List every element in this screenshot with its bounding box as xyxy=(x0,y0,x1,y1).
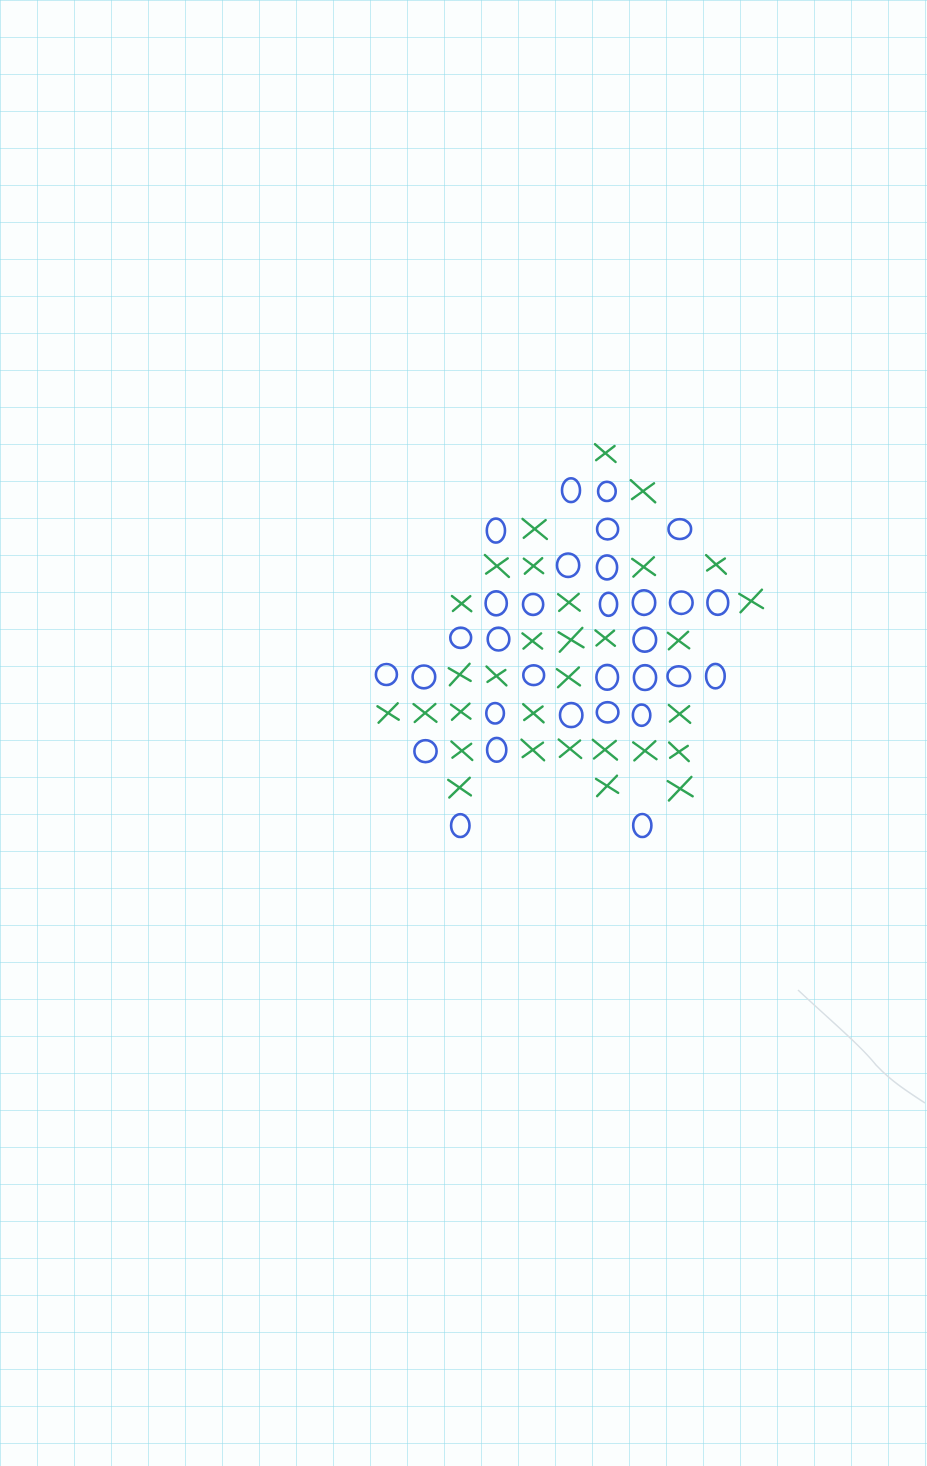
o-mark xyxy=(484,589,509,617)
x-mark xyxy=(412,702,438,724)
x-mark xyxy=(594,629,617,647)
o-mark xyxy=(413,738,438,764)
o-mark xyxy=(560,477,582,504)
x-mark xyxy=(666,630,691,651)
o-mark xyxy=(411,664,437,690)
o-mark xyxy=(595,554,619,581)
paper-fold-crease xyxy=(797,989,926,1104)
x-mark xyxy=(593,443,617,464)
x-mark xyxy=(667,703,692,724)
x-mark xyxy=(521,632,544,650)
o-mark xyxy=(631,588,657,617)
o-mark xyxy=(631,812,653,839)
x-mark xyxy=(632,740,658,762)
x-mark xyxy=(376,702,400,724)
o-mark xyxy=(486,626,511,652)
x-mark xyxy=(450,594,473,613)
o-mark xyxy=(521,663,546,687)
o-mark xyxy=(449,626,473,650)
x-mark xyxy=(629,479,657,504)
x-mark xyxy=(666,775,694,802)
x-mark xyxy=(483,553,511,579)
x-mark xyxy=(447,662,472,687)
x-mark xyxy=(556,592,581,613)
o-mark xyxy=(632,663,658,692)
o-mark xyxy=(596,480,618,503)
x-mark xyxy=(555,666,582,689)
o-mark xyxy=(521,592,545,617)
o-mark xyxy=(374,662,399,687)
o-mark xyxy=(449,812,471,839)
x-mark xyxy=(447,776,473,799)
o-mark xyxy=(598,591,619,618)
x-mark xyxy=(449,702,472,721)
o-mark xyxy=(668,590,694,616)
x-mark xyxy=(591,738,619,761)
x-mark xyxy=(520,738,546,762)
x-mark xyxy=(631,556,657,578)
x-mark xyxy=(557,738,583,760)
o-mark xyxy=(631,703,652,728)
o-mark xyxy=(666,664,692,688)
x-mark xyxy=(450,740,474,762)
o-mark xyxy=(485,701,506,725)
o-mark xyxy=(667,517,693,541)
o-mark xyxy=(595,663,620,691)
o-mark xyxy=(595,700,620,724)
o-mark xyxy=(555,552,581,579)
o-mark xyxy=(485,517,507,544)
x-mark xyxy=(704,553,728,575)
o-mark xyxy=(595,517,620,541)
x-mark xyxy=(521,517,549,541)
x-mark xyxy=(557,626,585,653)
x-mark xyxy=(522,703,545,724)
o-mark xyxy=(558,701,584,729)
o-mark xyxy=(632,626,658,654)
x-mark xyxy=(485,665,508,687)
marks-layer xyxy=(374,443,765,839)
x-mark xyxy=(594,774,620,798)
x-mark xyxy=(522,557,545,575)
x-mark xyxy=(667,741,690,763)
o-mark xyxy=(485,736,508,763)
o-mark xyxy=(704,662,727,690)
x-mark xyxy=(738,588,765,614)
o-mark xyxy=(706,589,730,617)
